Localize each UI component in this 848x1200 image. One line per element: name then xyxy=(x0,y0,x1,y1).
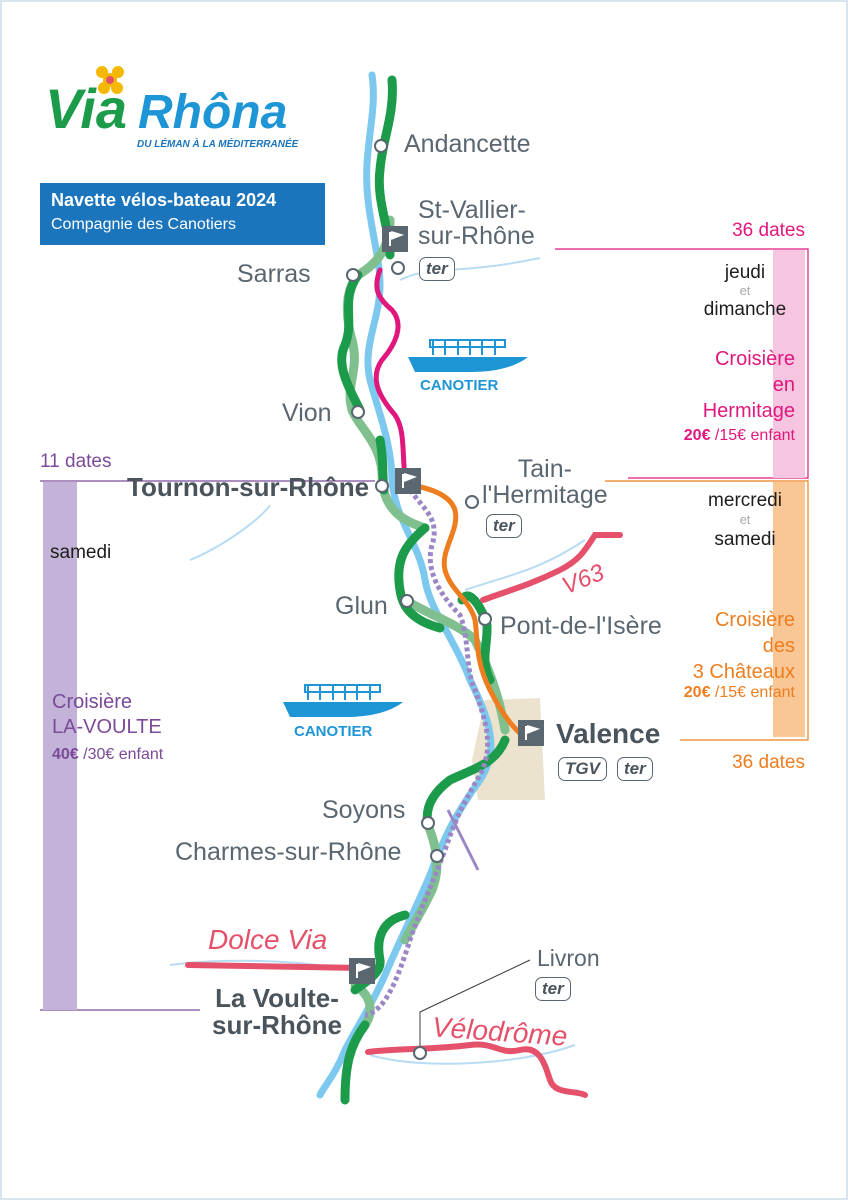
port-flag-la-voulte xyxy=(349,958,375,984)
ter-badge: ter xyxy=(486,514,522,538)
place-vion: Vion xyxy=(282,399,332,427)
hermitage-day2: dimanche xyxy=(703,299,787,320)
place-st-vallier: St-Vallier- sur-Rhône xyxy=(418,196,535,251)
stop-tournon xyxy=(375,479,389,493)
viarhona-route xyxy=(422,735,510,830)
viarhona-logo-icon: Via Rhôna xyxy=(45,66,287,140)
hermitage-name: Croisière en Hermitage xyxy=(702,348,795,422)
stop-st-vallier xyxy=(391,261,405,275)
stop-livron xyxy=(413,1046,427,1060)
port-flag-st-vallier xyxy=(382,226,408,252)
chateaux-band xyxy=(773,482,805,737)
stop-vion xyxy=(351,405,365,419)
chateaux-bracket xyxy=(605,480,809,741)
chateaux-price-row: 20€ /15€ enfant xyxy=(575,685,795,701)
chateaux-day2: samedi xyxy=(714,529,776,550)
stop-charmes xyxy=(430,849,444,863)
stop-tain xyxy=(465,495,479,509)
ter-badge: ter xyxy=(617,757,653,781)
hermitage-price: 20€ xyxy=(683,427,711,444)
chateaux-and: et xyxy=(739,512,751,527)
tributary-stream xyxy=(464,539,586,591)
road-dolce-via-label: Dolce Via xyxy=(208,924,328,955)
chateaux-price: 20€ xyxy=(683,684,711,701)
la-voulte-cruise-route xyxy=(364,488,491,1018)
boat-label: CANOTIER xyxy=(294,723,373,740)
stop-soyons xyxy=(421,816,435,830)
tributary-stream xyxy=(189,504,271,561)
port-flag-valence xyxy=(518,720,544,746)
place-soyons: Soyons xyxy=(322,796,406,824)
logo-tagline: DU LÉMAN À LA MÉDITERRANÉE xyxy=(137,139,299,150)
place-tain: Tain- l'Hermitage xyxy=(482,455,608,510)
port-flag-tournon xyxy=(395,468,421,494)
la-voulte-price: 40€ xyxy=(52,746,79,763)
navette-box: Navette vélos-bateau 2024 Compagnie des … xyxy=(40,183,325,245)
place-la-voulte: La Voulte- sur-Rhône xyxy=(212,983,342,1041)
la-voulte-day: samedi xyxy=(50,542,112,563)
stop-andancette xyxy=(374,139,388,153)
hermitage-cruise-route xyxy=(373,267,408,481)
boat-icon xyxy=(283,684,403,717)
chateaux-child-price: /15€ enfant xyxy=(710,684,795,701)
la-voulte-price-row: 40€ /30€ enfant xyxy=(52,747,163,763)
chateaux-dates: 36 dates xyxy=(732,752,805,773)
boat-icon xyxy=(408,339,528,372)
stop-pont-isere xyxy=(478,612,492,626)
place-livron: Livron xyxy=(537,945,600,971)
place-tournon: Tournon-sur-Rhône xyxy=(127,472,370,502)
chateaux-cruise-route xyxy=(407,482,525,738)
tgv-badge: TGV xyxy=(558,757,607,781)
chateaux-name: Croisière des 3 Châteaux xyxy=(692,609,795,683)
viarhona-light-section xyxy=(400,820,442,945)
la-voulte-dates: 11 dates xyxy=(40,451,112,472)
hermitage-day1: jeudi xyxy=(724,262,766,283)
viarhona-route xyxy=(394,523,445,633)
hermitage-bracket xyxy=(555,248,809,479)
viarhona-route xyxy=(340,1020,370,1105)
hermitage-band xyxy=(773,250,805,478)
svg-text:Rhôna: Rhôna xyxy=(138,86,287,139)
la-voulte-band xyxy=(43,482,77,1010)
la-voulte-name: Croisière LA-VOULTE xyxy=(52,691,162,738)
navette-title: Navette vélos-bateau 2024 xyxy=(51,190,277,210)
svg-text:Via: Via xyxy=(45,77,127,140)
place-glun: Glun xyxy=(335,592,388,620)
viarhona-route xyxy=(337,270,365,415)
place-pont-isere: Pont-de-l'Isère xyxy=(500,612,662,640)
place-valence: Valence xyxy=(556,718,661,749)
navette-company: Compagnie des Canotiers xyxy=(51,216,236,233)
livron-pointer xyxy=(419,959,531,1050)
hermitage-and: et xyxy=(739,283,751,298)
tributary-stream xyxy=(369,1044,576,1065)
place-sarras: Sarras xyxy=(237,260,311,288)
ter-badge: ter xyxy=(419,257,455,281)
hermitage-dates: 36 dates xyxy=(732,220,805,241)
la-voulte-child-price: /30€ enfant xyxy=(78,746,164,763)
ter-badge: ter xyxy=(535,977,571,1001)
stop-sarras xyxy=(346,268,360,282)
hermitage-price-row: 20€ /15€ enfant xyxy=(575,428,795,444)
place-andancette: Andancette xyxy=(404,130,531,158)
boat-label: CANOTIER xyxy=(420,377,499,394)
stop-glun xyxy=(400,594,414,608)
dolce-via-route xyxy=(185,962,365,971)
place-charmes: Charmes-sur-Rhône xyxy=(175,838,402,866)
la-voulte-cruise-branch xyxy=(446,809,480,871)
v63-route xyxy=(480,532,623,603)
hermitage-child-price: /15€ enfant xyxy=(710,427,795,444)
chateaux-day1: mercredi xyxy=(708,490,782,511)
